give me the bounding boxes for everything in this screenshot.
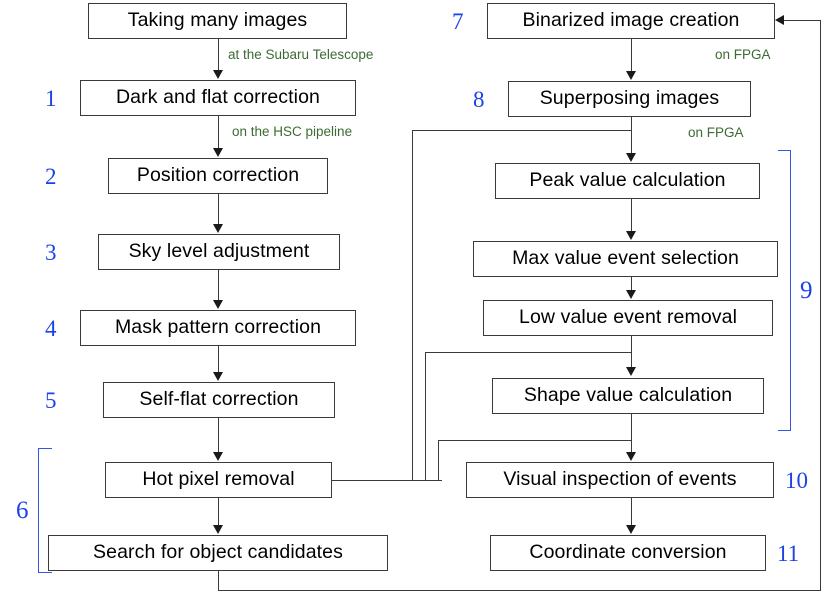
connector-visual-to-coordinate bbox=[631, 498, 632, 526]
note-at-the-subaru-telescope: at the Subaru Telescope bbox=[228, 47, 374, 62]
arrow-selfflat-to-hotpixel bbox=[213, 452, 223, 461]
connector-into-binarized bbox=[784, 20, 821, 21]
connector-mask-to-selfflat bbox=[218, 346, 219, 373]
node-label: Self-flat correction bbox=[139, 388, 299, 411]
arrow-dark-to-position bbox=[213, 148, 223, 157]
arrow-taking-to-dark bbox=[213, 70, 223, 79]
connector-low-to-shape bbox=[631, 336, 632, 368]
node-label: Visual inspection of events bbox=[503, 468, 737, 491]
step-number-2: 2 bbox=[45, 164, 57, 189]
node-superposing-images[interactable]: Superposing images bbox=[508, 81, 751, 117]
connector-hotpixel-to-search bbox=[218, 498, 219, 526]
node-label: Hot pixel removal bbox=[142, 468, 295, 491]
arrow-hotpixel-to-search bbox=[213, 525, 223, 534]
node-label: Binarized image creation bbox=[522, 9, 740, 32]
connector-shape-to-visual bbox=[631, 414, 632, 452]
connector-selfflat-to-hotpixel bbox=[218, 418, 219, 453]
group-bracket-9 bbox=[778, 150, 791, 431]
arrow-visual-to-coordinate bbox=[626, 525, 636, 534]
step-number-5: 5 bbox=[45, 388, 57, 413]
node-taking-many-images[interactable]: Taking many images bbox=[88, 3, 347, 39]
node-label: Coordinate conversion bbox=[529, 541, 727, 564]
node-coordinate-conversion[interactable]: Coordinate conversion bbox=[490, 535, 766, 571]
connector-sky-to-mask bbox=[218, 270, 219, 301]
node-sky-level-adjustment[interactable]: Sky level adjustment bbox=[98, 234, 340, 270]
node-position-correction[interactable]: Position correction bbox=[108, 158, 328, 194]
step-number-7: 7 bbox=[452, 9, 464, 34]
arrow-binarized-to-superposing bbox=[626, 71, 636, 80]
group-number-6: 6 bbox=[16, 497, 29, 524]
arrow-position-to-sky bbox=[213, 224, 223, 233]
node-max-value-event-selection[interactable]: Max value event selection bbox=[473, 241, 778, 277]
node-mask-pattern-correction[interactable]: Mask pattern correction bbox=[80, 310, 356, 346]
connector-max-to-low bbox=[631, 277, 632, 291]
group-bracket-6 bbox=[38, 448, 52, 573]
node-label: Search for object candidates bbox=[93, 541, 343, 564]
connector-route-b-vertical bbox=[425, 352, 426, 480]
connector-position-to-sky bbox=[218, 194, 219, 225]
connector-dark-to-position bbox=[218, 116, 219, 149]
group-number-9: 9 bbox=[800, 277, 813, 304]
node-label: Peak value calculation bbox=[529, 169, 726, 192]
node-label: Max value event selection bbox=[512, 247, 739, 270]
step-number-1: 1 bbox=[45, 86, 57, 111]
node-label: Dark and flat correction bbox=[116, 86, 320, 109]
step-number-3: 3 bbox=[45, 240, 57, 265]
arrow-low-to-shape bbox=[626, 367, 636, 376]
arrow-mask-to-selfflat bbox=[213, 372, 223, 381]
connector-binarized-to-superposing bbox=[631, 39, 632, 72]
connector-route-c-top bbox=[438, 440, 631, 441]
node-peak-value-calculation[interactable]: Peak value calculation bbox=[495, 163, 760, 199]
node-visual-inspection-of-events[interactable]: Visual inspection of events bbox=[466, 462, 774, 498]
note-on-fpga-1: on FPGA bbox=[715, 47, 771, 62]
node-label: Position correction bbox=[136, 164, 300, 187]
arrow-sky-to-mask bbox=[213, 300, 223, 309]
node-dark-and-flat-correction[interactable]: Dark and flat correction bbox=[80, 80, 356, 116]
connector-superposing-to-peak bbox=[631, 117, 632, 154]
connector-search-down bbox=[218, 571, 219, 591]
connector-route-a-top bbox=[412, 130, 631, 131]
connector-route-c-vertical bbox=[438, 440, 439, 480]
connector-right-riser bbox=[820, 20, 821, 591]
arrow-superposing-to-peak bbox=[626, 153, 636, 162]
node-hot-pixel-removal[interactable]: Hot pixel removal bbox=[105, 462, 332, 498]
arrow-into-binarized bbox=[775, 15, 784, 25]
arrow-max-to-low bbox=[626, 290, 636, 299]
node-search-for-object-candidates[interactable]: Search for object candidates bbox=[48, 535, 388, 571]
node-label: Mask pattern correction bbox=[114, 316, 322, 339]
step-number-4: 4 bbox=[45, 316, 57, 341]
node-label: Shape value calculation bbox=[523, 384, 733, 407]
connector-taking-to-dark bbox=[218, 39, 219, 71]
node-label: Taking many images bbox=[127, 9, 308, 32]
node-binarized-image-creation[interactable]: Binarized image creation bbox=[487, 3, 775, 39]
node-label: Low value event removal bbox=[519, 306, 737, 329]
step-number-8: 8 bbox=[473, 87, 485, 112]
arrow-shape-to-visual bbox=[626, 452, 636, 461]
node-label: Sky level adjustment bbox=[128, 240, 310, 263]
arrow-peak-to-max bbox=[626, 231, 636, 240]
node-self-flat-correction[interactable]: Self-flat correction bbox=[103, 382, 335, 418]
step-number-10: 10 bbox=[785, 468, 808, 493]
connector-hotpixel-east-run bbox=[332, 480, 442, 481]
connector-peak-to-max bbox=[631, 199, 632, 232]
step-number-11: 11 bbox=[777, 541, 800, 566]
note-on-fpga-2: on FPGA bbox=[688, 125, 744, 140]
connector-bottom-bus bbox=[218, 590, 820, 591]
node-label: Superposing images bbox=[539, 87, 720, 110]
connector-route-a-vertical bbox=[412, 130, 413, 480]
connector-route-b-top bbox=[425, 352, 631, 353]
node-low-value-event-removal[interactable]: Low value event removal bbox=[483, 300, 773, 336]
note-on-the-hsc-pipeline: on the HSC pipeline bbox=[232, 124, 353, 139]
node-shape-value-calculation[interactable]: Shape value calculation bbox=[492, 378, 764, 414]
